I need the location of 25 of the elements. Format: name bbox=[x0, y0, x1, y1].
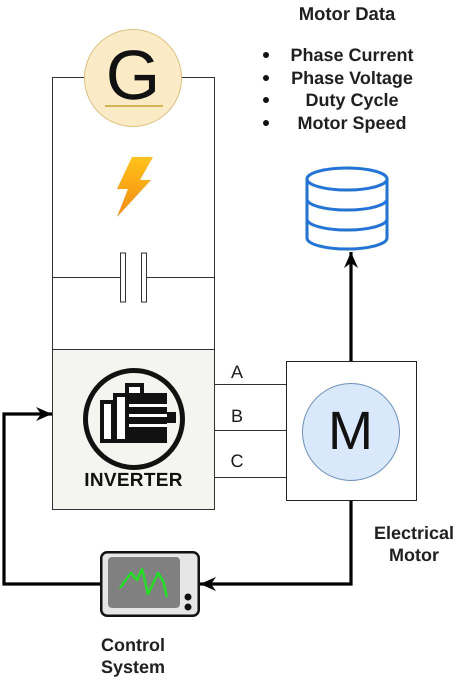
node-caption: Electrical Motor bbox=[372, 522, 456, 566]
wire bbox=[182, 77, 215, 350]
arrow bbox=[344, 252, 358, 361]
motor-box bbox=[286, 361, 417, 501]
wire bbox=[214, 384, 286, 385]
arrow bbox=[2, 407, 100, 586]
database-cylinder bbox=[305, 166, 389, 252]
list-item: Phase Current bbox=[290, 44, 414, 66]
edge-label: A bbox=[230, 363, 244, 381]
wire bbox=[214, 477, 286, 478]
inverter-box bbox=[52, 349, 215, 510]
wire bbox=[52, 77, 84, 350]
wire bbox=[214, 430, 286, 431]
oscilloscope-icon bbox=[100, 551, 200, 617]
node-label: INVERTER bbox=[84, 471, 183, 491]
list-title: Motor Data bbox=[298, 3, 396, 25]
node-label: G bbox=[106, 48, 160, 102]
edge-label: B bbox=[230, 407, 244, 425]
list-item: Motor Speed bbox=[298, 112, 406, 134]
node-label: M bbox=[328, 410, 373, 453]
list-item: Phase Voltage bbox=[291, 67, 413, 89]
edge-label: C bbox=[230, 452, 244, 470]
node-caption: Control System bbox=[100, 634, 166, 678]
list-item: Duty Cycle bbox=[305, 89, 399, 111]
arrow bbox=[200, 501, 353, 591]
